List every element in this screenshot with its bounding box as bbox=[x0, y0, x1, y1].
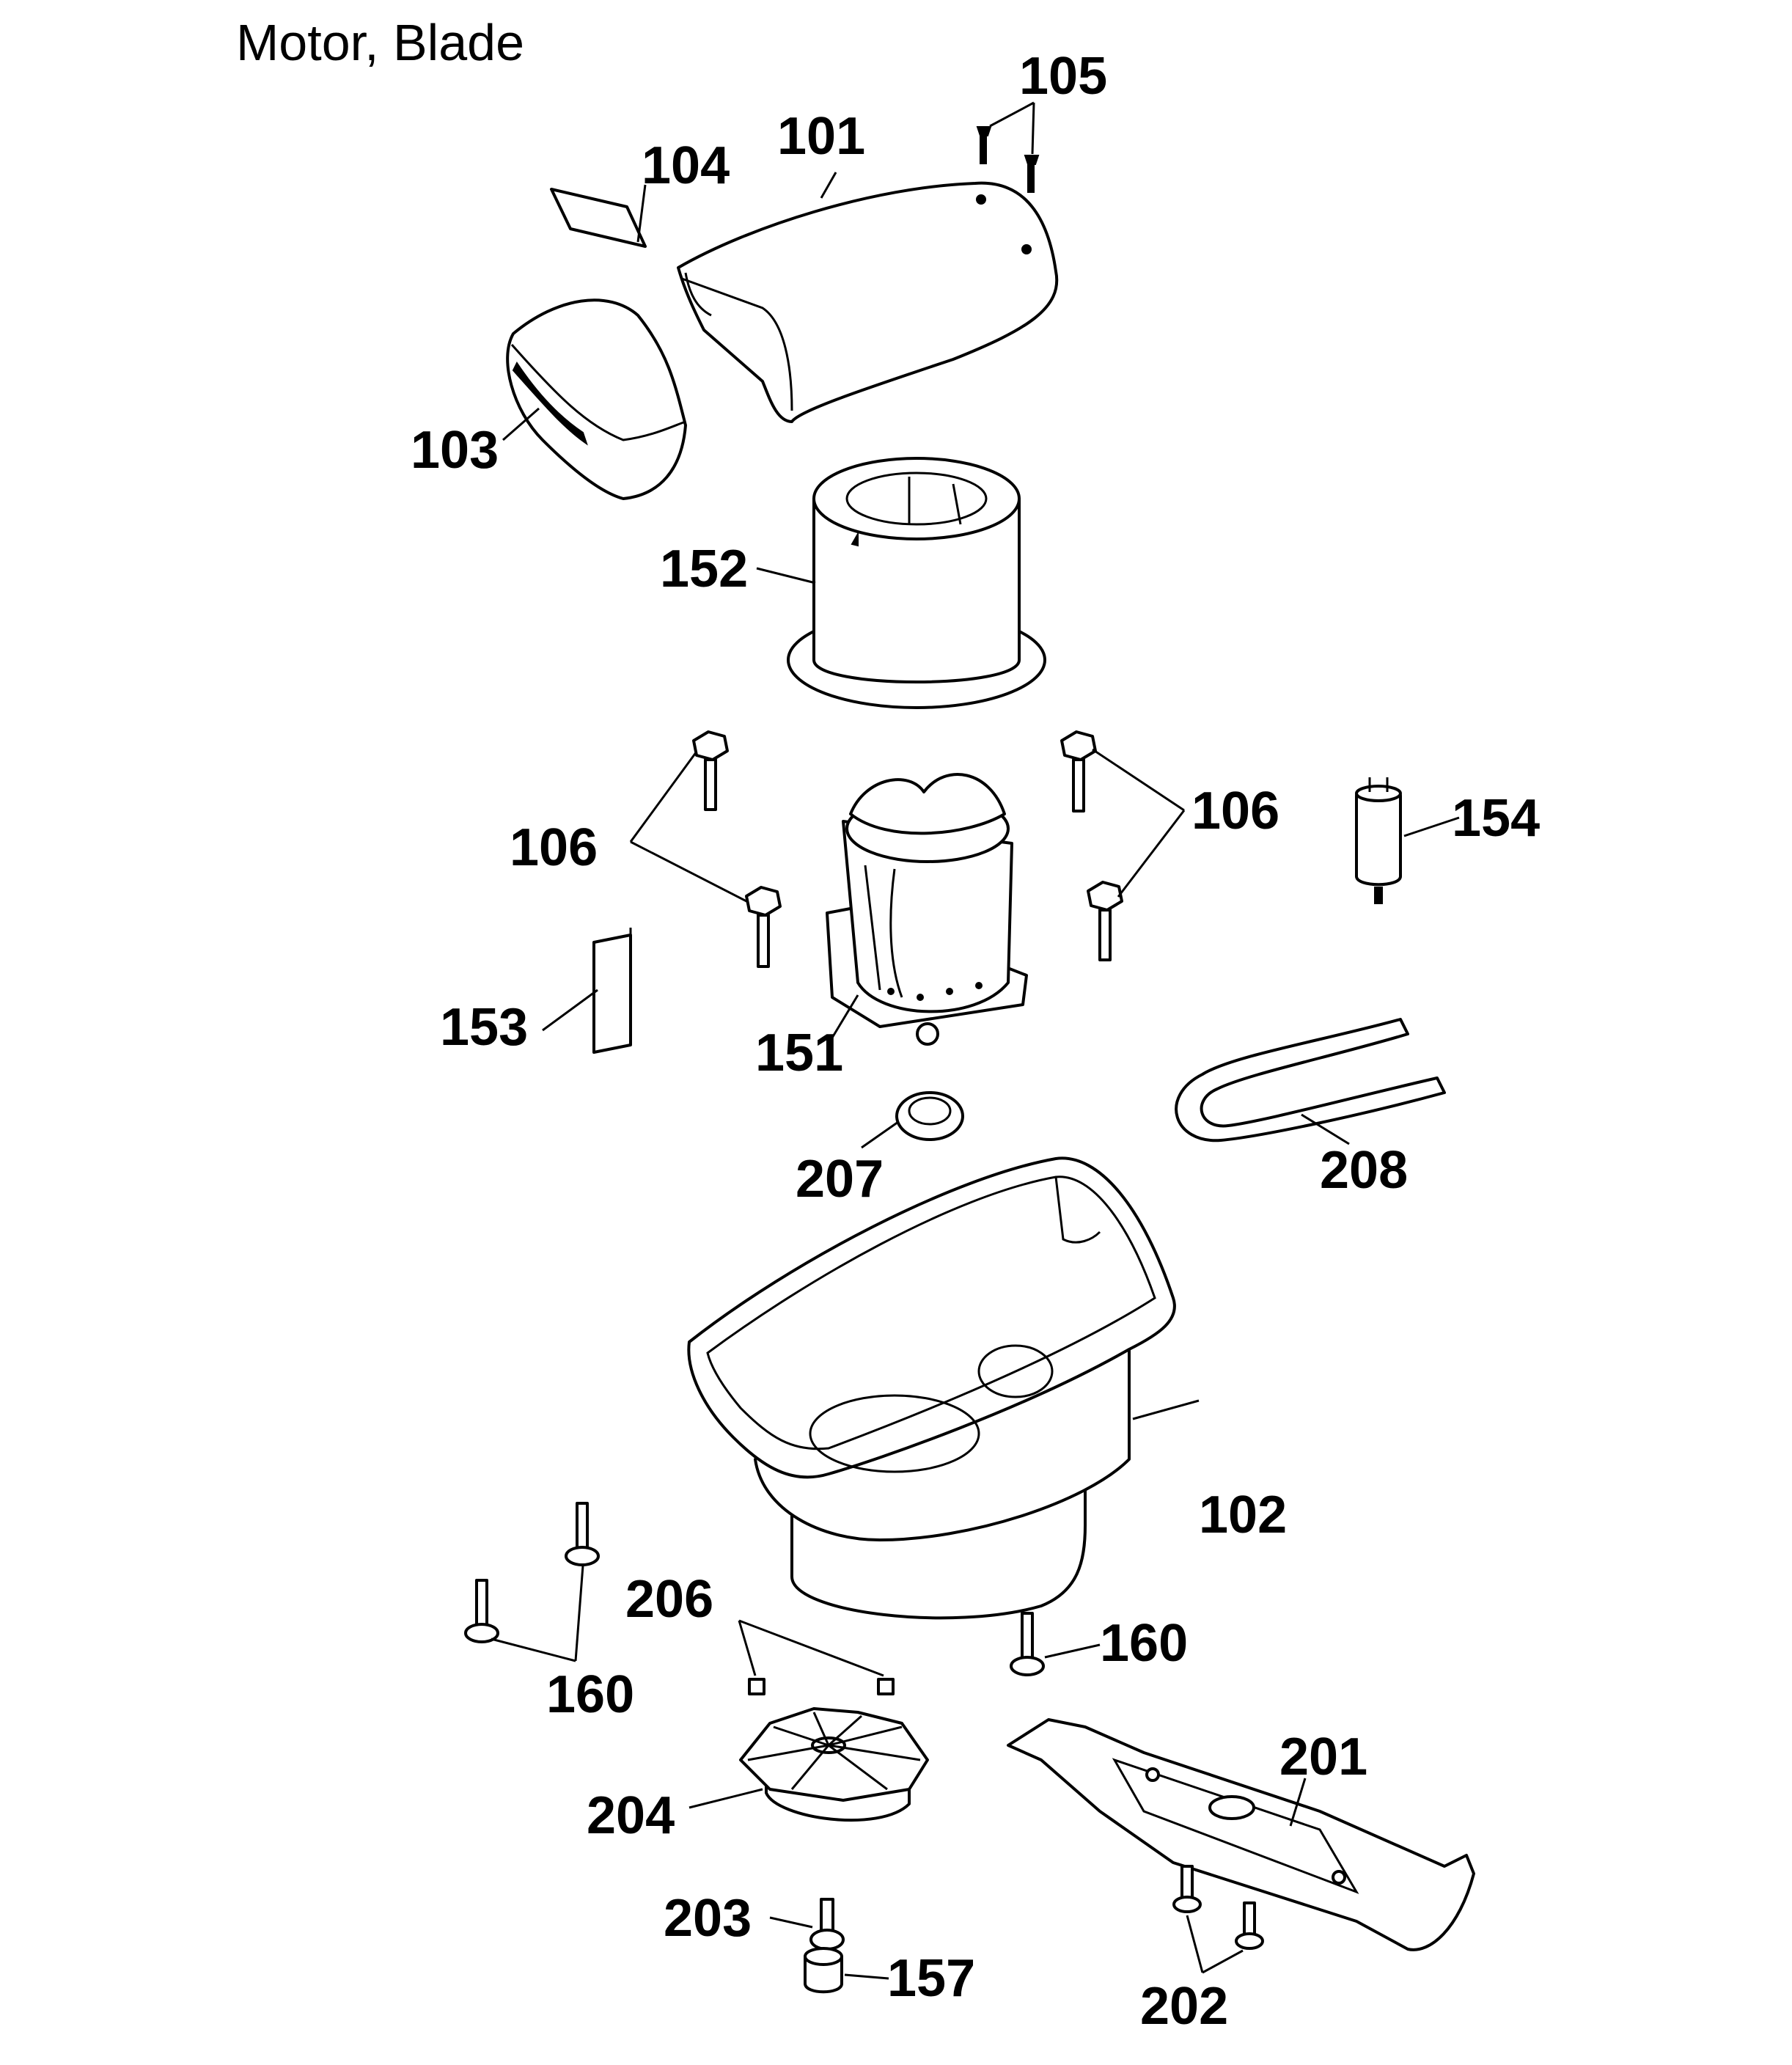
label-151: 151 bbox=[755, 1024, 843, 1082]
diagram-title: Motor, Blade bbox=[236, 14, 524, 71]
label-208: 208 bbox=[1320, 1141, 1408, 1200]
label-154: 154 bbox=[1452, 789, 1540, 848]
label-202: 202 bbox=[1140, 1977, 1228, 2036]
part-103-front-cover bbox=[502, 298, 687, 500]
part-157-cap bbox=[804, 1947, 889, 1994]
label-106-left: 106 bbox=[510, 818, 598, 877]
label-160-right: 160 bbox=[1100, 1614, 1188, 1673]
part-101-motor-hood bbox=[677, 172, 1059, 423]
part-102-motor-housing bbox=[687, 1156, 1200, 1620]
part-153-label-strip bbox=[542, 928, 632, 1054]
label-157: 157 bbox=[887, 1949, 975, 2008]
part-154-capacitor bbox=[1355, 777, 1460, 904]
label-101: 101 bbox=[777, 107, 865, 166]
label-206: 206 bbox=[625, 1570, 713, 1629]
label-105: 105 bbox=[1019, 47, 1107, 106]
part-208-belt bbox=[1175, 1018, 1446, 1145]
part-151-motor bbox=[826, 773, 1028, 1046]
label-201: 201 bbox=[1279, 1728, 1367, 1786]
label-102: 102 bbox=[1199, 1486, 1287, 1544]
label-106-right: 106 bbox=[1191, 782, 1279, 840]
label-152: 152 bbox=[660, 540, 748, 598]
label-203: 203 bbox=[664, 1889, 752, 1948]
part-201-blade bbox=[1007, 1718, 1475, 1951]
part-labels: 101 102 103 104 105 106 106 151 152 153 … bbox=[411, 47, 1540, 2036]
part-106-bolts bbox=[629, 730, 1186, 968]
label-104: 104 bbox=[642, 136, 730, 195]
label-207: 207 bbox=[796, 1150, 884, 1208]
label-160-left: 160 bbox=[546, 1665, 634, 1724]
part-152-fan-cover bbox=[756, 457, 1046, 709]
label-103: 103 bbox=[411, 421, 499, 480]
part-203-bolt bbox=[769, 1898, 845, 1951]
part-207-bearing bbox=[861, 1091, 964, 1149]
part-160-screws bbox=[464, 1502, 1101, 1676]
part-206-nuts bbox=[738, 1619, 895, 1695]
part-204-fan bbox=[688, 1707, 929, 1822]
part-104-decal bbox=[550, 184, 647, 248]
part-105-screws bbox=[976, 101, 1040, 193]
label-153: 153 bbox=[440, 998, 528, 1057]
label-204: 204 bbox=[587, 1786, 675, 1845]
part-202-bolts bbox=[1172, 1865, 1264, 1974]
